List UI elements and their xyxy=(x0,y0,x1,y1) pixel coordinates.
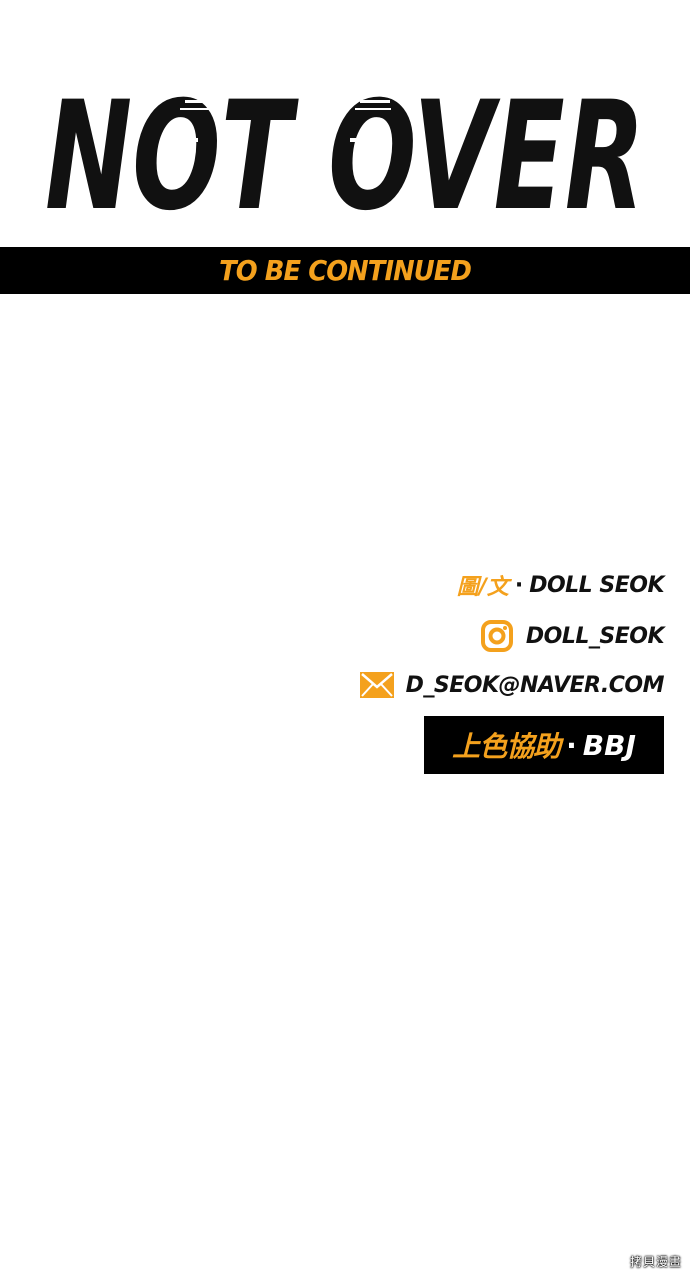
end-title: NOT OVER xyxy=(0,78,690,228)
coloring-credit: 上色協助 · BBJ xyxy=(424,716,664,774)
title-text: NOT OVER xyxy=(45,78,645,228)
coloring-separator: · xyxy=(566,728,577,762)
speed-streaks xyxy=(176,100,391,142)
author-credit: 圖/文 · DOLL SEOK xyxy=(456,568,665,602)
envelope-icon xyxy=(359,672,394,698)
banner-text: TO BE CONTINUED xyxy=(219,254,472,287)
watermark: 拷貝漫畫 xyxy=(629,1255,682,1269)
title-graphic: NOT OVER xyxy=(45,78,645,228)
instagram-icon xyxy=(480,619,514,653)
email-credit: D_SEOK@NAVER.COM xyxy=(359,668,665,702)
coloring-name: BBJ xyxy=(582,728,636,762)
instagram-handle: DOLL_SEOK xyxy=(525,623,665,649)
instagram-credit: DOLL_SEOK xyxy=(480,618,665,654)
author-name: DOLL SEOK xyxy=(529,572,664,598)
author-label: 圖/文 xyxy=(456,575,509,600)
coloring-label: 上色協助 xyxy=(452,730,561,763)
to-be-continued-banner: TO BE CONTINUED xyxy=(0,247,690,294)
email-address: D_SEOK@NAVER.COM xyxy=(405,672,665,698)
author-separator: · xyxy=(514,572,524,598)
